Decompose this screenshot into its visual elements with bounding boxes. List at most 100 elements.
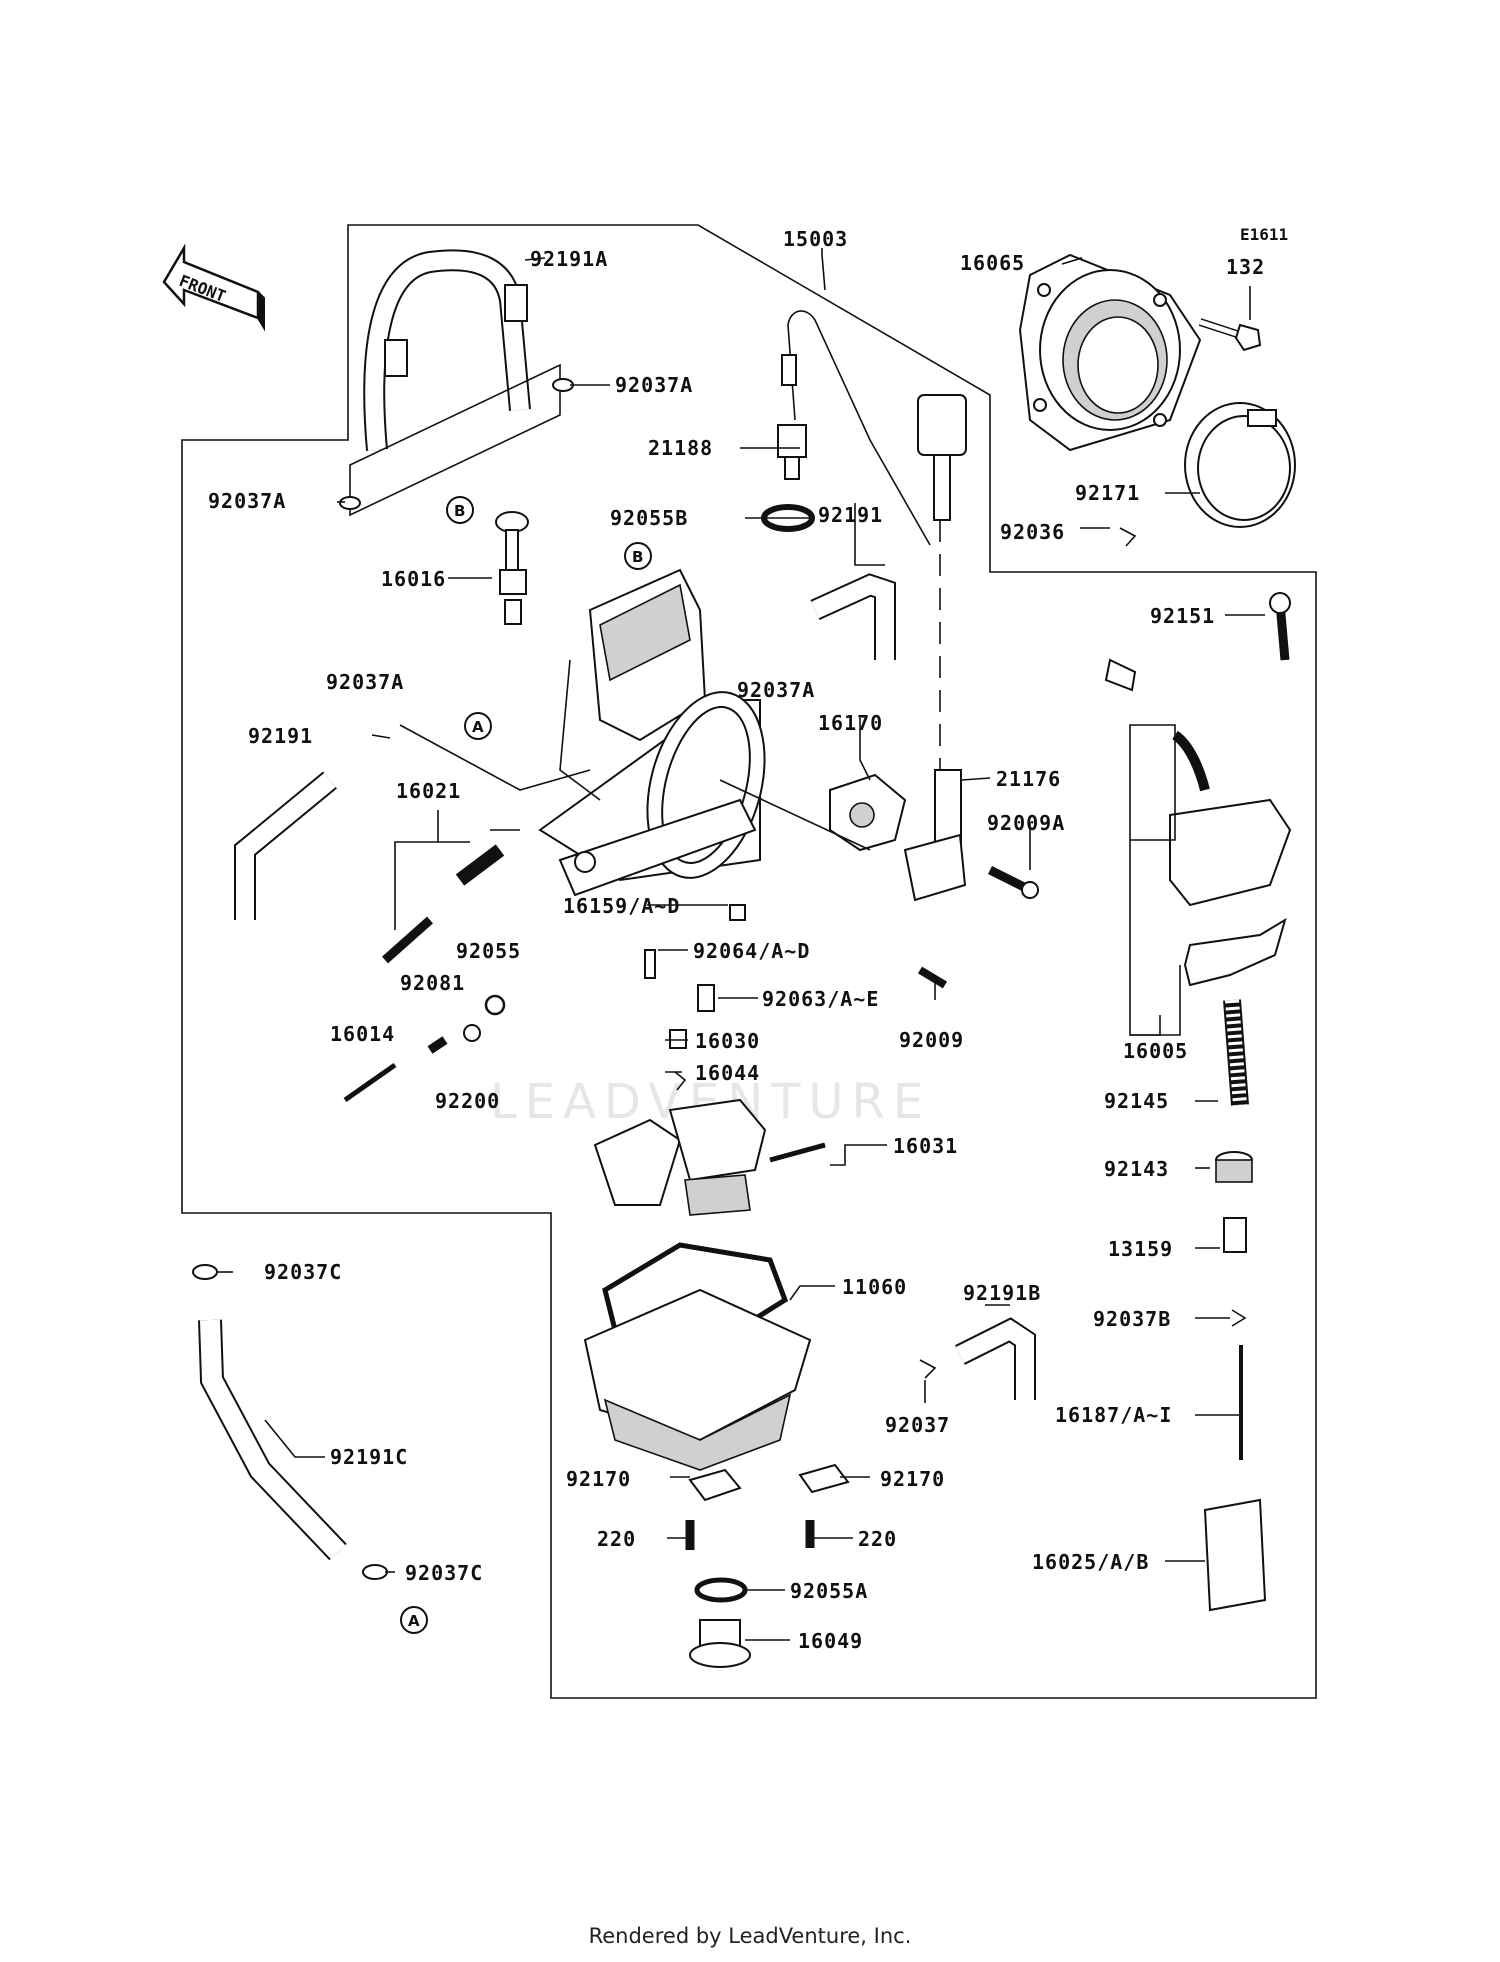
assembly-boundary — [181, 224, 1317, 1699]
intake-16065 — [1018, 253, 1202, 452]
washer-92200 — [463, 1024, 481, 1042]
label-92171: 92171 — [1075, 481, 1140, 505]
spring-16021 — [455, 844, 505, 886]
diaphragm-16005 — [1104, 658, 1292, 987]
label-92037a-2: 92037A — [208, 489, 286, 513]
o-ring-92055 — [484, 994, 506, 1016]
part-labels: 15003 16065 132 92191A 92037A 92037A 211… — [208, 227, 1265, 1653]
label-92200: 92200 — [435, 1089, 500, 1113]
label-92191a: 92191A — [530, 247, 608, 271]
label-16187: 16187/A~I — [1055, 1403, 1172, 1427]
jet-16159 — [729, 904, 746, 921]
label-92037b: 92037B — [1093, 1307, 1171, 1331]
label-92191b: 92191B — [963, 1281, 1041, 1305]
clip-92036 — [1119, 527, 1137, 547]
o-ring-92055a — [694, 1577, 748, 1603]
sensor-21176 — [903, 394, 967, 902]
label-92037a-4: 92037A — [737, 678, 815, 702]
label-16005: 16005 — [1123, 1039, 1188, 1063]
sensor-16170 — [829, 773, 907, 852]
bracket-92170-right — [798, 1463, 850, 1494]
label-220-2: 220 — [858, 1527, 897, 1551]
svg-text:A: A — [408, 1612, 420, 1630]
callout-a-2: A — [400, 1606, 428, 1634]
label-92191-2: 92191 — [248, 724, 313, 748]
spring-92081 — [427, 1036, 448, 1054]
sensor-21188 — [777, 310, 931, 546]
label-21188: 21188 — [648, 436, 713, 460]
label-92055a: 92055A — [790, 1579, 868, 1603]
label-16031: 16031 — [893, 1134, 958, 1158]
bracket-92170-left — [688, 1468, 742, 1502]
clip-16044 — [674, 1071, 687, 1091]
svg-text:B: B — [632, 548, 643, 566]
label-92037a-1: 92037A — [615, 373, 693, 397]
hose-92191c — [198, 1319, 347, 1561]
holder-13159 — [1223, 1217, 1247, 1253]
clip-92037b — [1231, 1309, 1247, 1327]
label-92009: 92009 — [899, 1028, 964, 1052]
screw-92009a — [987, 865, 1039, 899]
jet-92063 — [697, 984, 715, 1012]
diagram-code: E1611 — [1240, 225, 1288, 244]
float-16031 — [593, 1098, 826, 1216]
label-92191-1: 92191 — [818, 503, 883, 527]
label-92037c-1: 92037C — [264, 1260, 342, 1284]
label-92037a-3: 92037A — [326, 670, 404, 694]
label-92145: 92145 — [1104, 1089, 1169, 1113]
label-16025: 16025/A/B — [1032, 1550, 1149, 1574]
label-92081: 92081 — [400, 971, 465, 995]
screw-16016 — [495, 511, 529, 625]
label-92191c: 92191C — [330, 1445, 408, 1469]
clip-92037a-left — [339, 496, 361, 510]
label-13159: 13159 — [1108, 1237, 1173, 1261]
label-92037c-2: 92037C — [405, 1561, 483, 1585]
svg-text:B: B — [454, 502, 465, 520]
plug-16049 — [689, 1619, 751, 1668]
label-92151: 92151 — [1150, 604, 1215, 628]
label-92143: 92143 — [1104, 1157, 1169, 1181]
screw-16021 — [382, 916, 433, 964]
label-16030: 16030 — [695, 1029, 760, 1053]
screw-92009 — [917, 966, 948, 989]
clamp-92171 — [1184, 402, 1296, 528]
label-16159: 16159/A~D — [563, 894, 680, 918]
label-92055: 92055 — [456, 939, 521, 963]
label-92170-2: 92170 — [880, 1467, 945, 1491]
hose-92191-upper — [810, 573, 896, 660]
callout-b-1: B — [446, 496, 474, 524]
bolt-132 — [1198, 318, 1262, 352]
label-16021: 16021 — [396, 779, 461, 803]
clip-92037c-top — [192, 1264, 218, 1280]
label-16044: 16044 — [695, 1061, 760, 1085]
screw-92151-head — [1269, 592, 1291, 614]
label-92036: 92036 — [1000, 520, 1065, 544]
label-21176: 21176 — [996, 767, 1061, 791]
callout-b-2: B — [624, 542, 652, 570]
label-92170-1: 92170 — [566, 1467, 631, 1491]
svg-text:A: A — [472, 718, 484, 736]
front-direction-arrow: FRONT — [162, 243, 265, 332]
label-92055b: 92055B — [610, 506, 688, 530]
hose-92191a — [363, 249, 531, 451]
label-16170: 16170 — [818, 711, 883, 735]
screw-16014 — [343, 1062, 397, 1103]
carburetor-body — [538, 568, 766, 897]
label-92009a: 92009A — [987, 811, 1065, 835]
label-16014: 16014 — [330, 1022, 395, 1046]
label-11060: 11060 — [842, 1275, 907, 1299]
hose-92191-left — [234, 771, 337, 920]
throttle-valve-16025 — [1203, 1498, 1267, 1612]
label-92064: 92064/A~D — [693, 939, 810, 963]
label-92063: 92063/A~E — [762, 987, 879, 1011]
spring-92145 — [1223, 999, 1249, 1106]
footer-credit: Rendered by LeadVenture, Inc. — [588, 1924, 912, 1948]
jet-92064 — [644, 949, 656, 979]
float-bowl — [583, 1242, 812, 1471]
clip-92037 — [919, 1359, 937, 1379]
label-15003: 15003 — [783, 227, 848, 251]
label-132: 132 — [1226, 255, 1265, 279]
label-92037: 92037 — [885, 1413, 950, 1437]
jet-16030 — [669, 1029, 687, 1049]
